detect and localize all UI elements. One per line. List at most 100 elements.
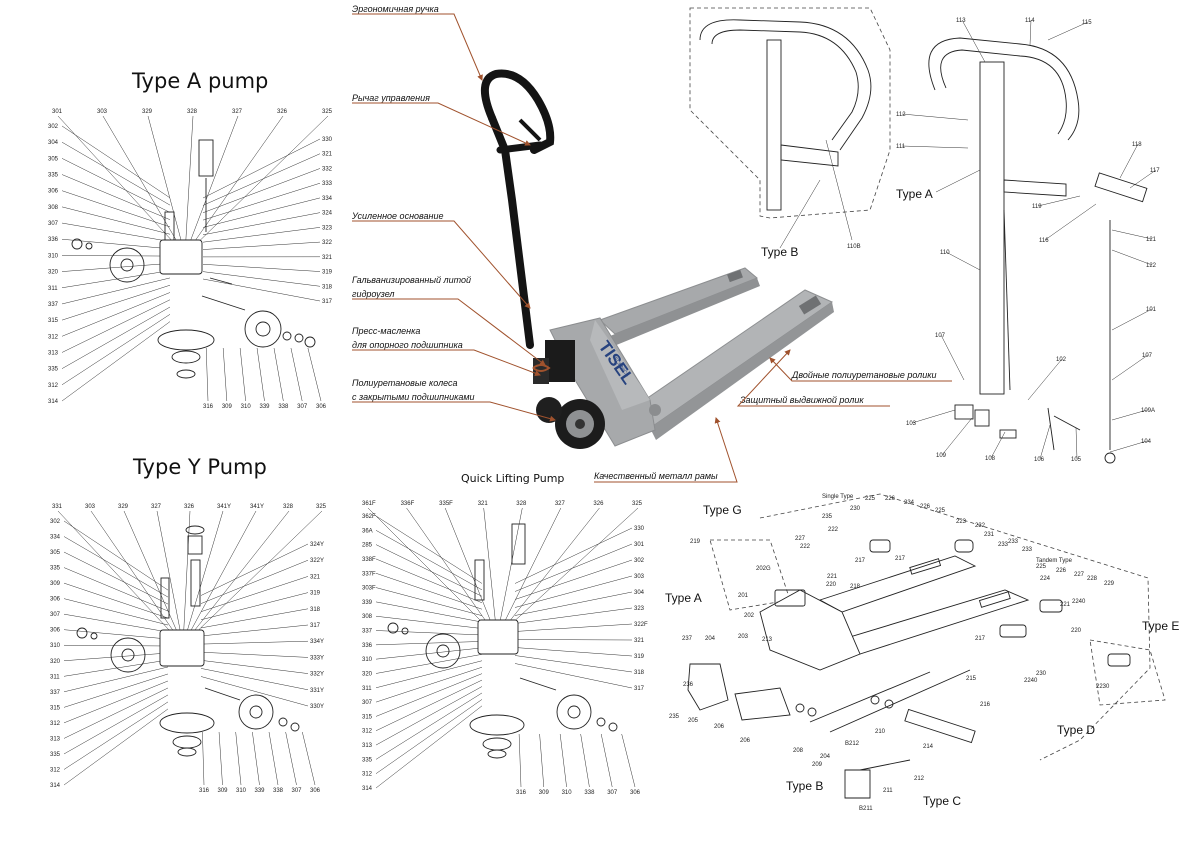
part-number-label: 318 [634, 670, 645, 676]
handle-part-number-label: 101 [1146, 307, 1157, 313]
type-a-pump-drawing [71, 139, 316, 379]
handle-part-number-label: 108 [985, 456, 996, 462]
type-d-label: Type D [1057, 723, 1095, 737]
frame-part-number-label: 221 [1060, 602, 1071, 608]
frame-part-number-label: 219 [690, 539, 701, 545]
frame-part-number-label: 236 [683, 682, 694, 688]
part-number-label: 319 [634, 654, 645, 660]
frame-part-number-label: 211 [883, 788, 893, 794]
frame-part-number-label: 228 [1087, 576, 1098, 582]
type-e-label: Type E [1142, 619, 1179, 633]
part-number-label: 323 [634, 606, 645, 612]
part-number-label: 329 [118, 504, 129, 510]
frame-part-number-label: 201 [738, 593, 749, 599]
part-number-label: 334 [50, 535, 61, 541]
part-number-label: 308 [362, 614, 373, 620]
frame-part-number-label: 233 [1008, 539, 1019, 545]
frame-part-number-label: 231 [984, 532, 995, 538]
part-number-label: 319 [322, 270, 333, 276]
type-a-handle-label: Type A [896, 187, 933, 201]
part-number-label: 341Y [250, 504, 264, 510]
frame-exploded-panel: Single Type Tandem Type Type G Type A Ty… [665, 493, 1179, 812]
type-c-label: Type C [923, 794, 961, 808]
callout-ergonomic-handle: Эргономичная ручка [352, 4, 483, 81]
frame-part-number-label: 220 [826, 582, 837, 588]
part-number-label: 335 [362, 757, 373, 763]
frame-part-number-label: 217 [855, 558, 866, 564]
part-number-label: 338 [584, 790, 595, 796]
type-y-title: Type Y Pump [132, 455, 267, 479]
part-number-label: 315 [50, 705, 61, 711]
part-number-label: 307 [607, 790, 618, 796]
part-number-label: 336 [362, 643, 373, 649]
part-number-label: 311 [50, 674, 60, 680]
frame-part-number-label: 226 [1056, 568, 1067, 574]
part-number-label: 333Y [310, 655, 324, 661]
frame-part-number-label: 233 [998, 542, 1009, 548]
part-number-label: 337F [362, 571, 376, 577]
callout-frame-metal: Качественный металл рамы [594, 417, 738, 483]
part-number-label: 303F [362, 586, 376, 592]
part-number-label: 312 [362, 729, 373, 735]
part-number-label: 321 [478, 501, 489, 507]
part-number-label: 309 [50, 581, 61, 587]
frame-part-number-label: 224 [1040, 576, 1051, 582]
callout-double-rollers: Двойные полиуретановые ролики [769, 357, 952, 382]
part-number-label: 332 [322, 166, 333, 172]
type-y-pump-drawing [76, 525, 300, 757]
handle-part-number-label: 109 [936, 453, 947, 459]
part-number-label: 320 [50, 659, 61, 665]
callout-reinforced-base: Усиленное основание [351, 211, 531, 309]
part-number-label: 312 [48, 334, 59, 340]
part-number-label: 309 [222, 404, 233, 410]
frame-part-number-label: 226 [885, 496, 896, 502]
frame-part-number-label: 222 [828, 527, 839, 533]
part-number-label: 310 [50, 643, 61, 649]
part-number-label: 325 [322, 109, 333, 115]
part-number-label: 312 [362, 772, 373, 778]
frame-part-number-label: 229 [1104, 581, 1115, 587]
handle-part-number-label: 106 [1034, 457, 1045, 463]
part-number-label: 313 [50, 736, 61, 742]
svg-text:Усиленное основание: Усиленное основание [351, 211, 444, 221]
part-number-label: 324Y [310, 542, 324, 548]
quick-pump-left-labels: 362F36A285338F337F303F339308337336310320… [362, 514, 483, 792]
part-number-label: 317 [310, 623, 321, 629]
part-number-label: 335 [48, 367, 59, 373]
part-number-label: 303 [85, 504, 96, 510]
type-b-frame-label: Type B [786, 779, 823, 793]
part-number-label: 324 [322, 211, 333, 217]
callout-control-lever: Рычаг управления [352, 93, 531, 146]
part-number-label: 335 [50, 566, 61, 572]
frame-part-number-label: 225 [1036, 564, 1047, 570]
part-number-label: 310 [48, 253, 59, 259]
part-number-label: 316 [203, 404, 214, 410]
part-number-label: 311 [362, 686, 372, 692]
frame-part-number-label: 232 [975, 523, 986, 529]
part-number-label: 325 [632, 501, 643, 507]
frame-part-number-label: 2230 [1096, 684, 1110, 690]
frame-part-number-label: 222 [800, 544, 811, 550]
part-number-label: 305 [50, 550, 61, 556]
frame-part-number-label: 225 [865, 496, 876, 502]
tandem-type-label: Tandem Type [1036, 558, 1073, 564]
part-number-label: 319 [310, 591, 321, 597]
handle-part-number-label: 103 [906, 421, 917, 427]
part-number-label: 311 [48, 286, 58, 292]
handle-part-number-label: 109A [1141, 408, 1155, 414]
callout-safety-roller: Защитный выдвижной ролик [736, 349, 890, 407]
frame-part-number-label: 220 [1071, 628, 1082, 634]
part-number-label: 301 [634, 542, 645, 548]
svg-text:Двойные полиуретановые ролики: Двойные полиуретановые ролики [791, 370, 937, 380]
frame-part-number-label: 233 [1022, 547, 1033, 553]
quick-pump-title: Quick Lifting Pump [461, 472, 564, 485]
type-a-frame-label: Type A [665, 591, 702, 605]
svg-text:Качественный металл рамы: Качественный металл рамы [594, 471, 718, 481]
type-y-left-labels: 3023343053353093063073063103203113373153… [50, 519, 169, 789]
frame-part-number-label: 235 [669, 714, 680, 720]
part-number-label: 335 [50, 752, 61, 758]
